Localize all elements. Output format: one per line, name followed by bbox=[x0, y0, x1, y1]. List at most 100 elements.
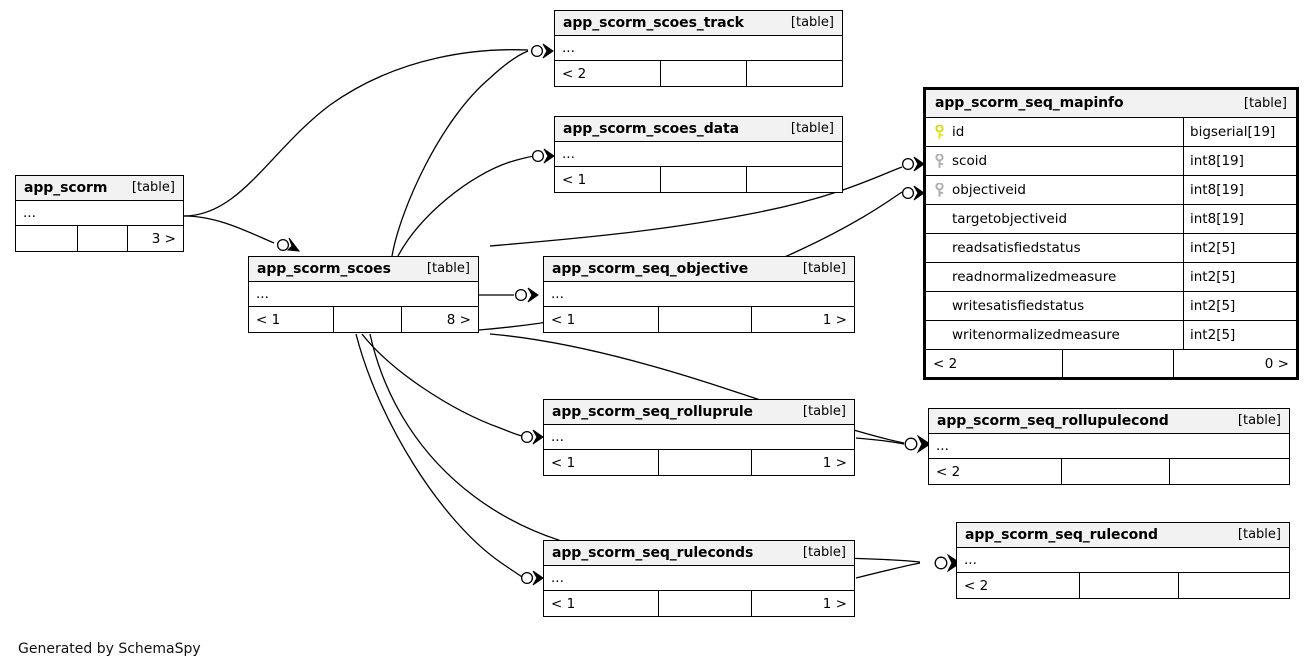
table-title: app_scorm_seq_mapinfo bbox=[935, 95, 1124, 111]
column-name-cell: id bbox=[926, 118, 1184, 146]
edge-endpoint-rollupulecond bbox=[904, 434, 931, 454]
column-type: int2[5] bbox=[1190, 269, 1236, 285]
table-footer: < 2 bbox=[929, 459, 1289, 484]
footer-outgoing-count bbox=[747, 61, 842, 86]
table-row[interactable]: targetobjectiveid int8[19] bbox=[926, 205, 1296, 234]
footer-outgoing-count: 1 > bbox=[822, 595, 847, 612]
footer-incoming-count: < 1 bbox=[249, 307, 334, 332]
footer-outgoing-count: 1 > bbox=[822, 454, 847, 471]
table-app_scorm_seq_rulecond[interactable]: app_scorm_seq_rulecond [table] ... < 2 bbox=[956, 522, 1290, 599]
table-title: app_scorm_seq_ruleconds bbox=[552, 544, 754, 561]
table-title: app_scorm_seq_rolluprule bbox=[552, 403, 753, 420]
edge-endpoint-ruleconds bbox=[520, 570, 544, 586]
footer-outgoing-count: 1 > bbox=[822, 311, 847, 328]
table-app_scorm_seq_rolluprule[interactable]: app_scorm_seq_rolluprule [table] ... < 1… bbox=[543, 399, 855, 476]
edge-endpoint-scoes_track bbox=[530, 43, 554, 59]
table-kind-label: [table] bbox=[1237, 413, 1281, 428]
table-footer: < 1 1 > bbox=[544, 591, 854, 616]
column-name: readsatisfiedstatus bbox=[952, 240, 1081, 256]
table-row[interactable]: readnormalizedmeasure int2[5] bbox=[926, 263, 1296, 292]
table-footer: < 1 8 > bbox=[249, 307, 478, 332]
column-type: int2[5] bbox=[1190, 298, 1236, 314]
collapsed-columns-indicator[interactable]: ... bbox=[16, 201, 183, 226]
table-kind-label: [table] bbox=[802, 404, 846, 419]
generated-by-credit: Generated by SchemaSpy bbox=[18, 641, 201, 657]
table-app_scorm_scoes_track[interactable]: app_scorm_scoes_track [table] ... < 2 bbox=[554, 10, 843, 87]
footer-incoming-count: < 2 bbox=[926, 350, 1063, 377]
footer-incoming-count: < 2 bbox=[957, 573, 1080, 598]
footer-outgoing-count: 3 > bbox=[151, 230, 176, 247]
footer-outgoing-count bbox=[1179, 573, 1289, 598]
column-name: targetobjectiveid bbox=[952, 211, 1068, 227]
table-header: app_scorm_scoes_track [table] bbox=[555, 11, 842, 36]
table-header: app_scorm [table] bbox=[16, 176, 183, 201]
column-type: int2[5] bbox=[1190, 240, 1236, 256]
collapsed-columns-indicator[interactable]: ... bbox=[957, 548, 1289, 573]
footer-mid bbox=[1080, 573, 1180, 598]
table-row[interactable]: readsatisfiedstatus int2[5] bbox=[926, 234, 1296, 263]
column-name-cell: readnormalizedmeasure bbox=[926, 263, 1184, 291]
foreign-key-icon bbox=[934, 182, 945, 198]
foreign-key-icon bbox=[934, 153, 945, 169]
column-name-cell: readsatisfiedstatus bbox=[926, 234, 1184, 262]
table-footer: < 2 bbox=[555, 61, 842, 86]
collapsed-columns-indicator[interactable]: ... bbox=[249, 282, 478, 307]
footer-outgoing-count: 0 > bbox=[1264, 355, 1289, 372]
column-type: int8[19] bbox=[1190, 153, 1244, 169]
collapsed-columns-indicator[interactable]: ... bbox=[544, 282, 854, 307]
edge-scoes-to-ruleconds bbox=[355, 333, 523, 578]
collapsed-columns-indicator[interactable]: ... bbox=[544, 425, 854, 450]
edge-endpoint-seq_objective bbox=[514, 287, 539, 303]
column-type: int2[5] bbox=[1190, 327, 1236, 343]
table-title: app_scorm_seq_objective bbox=[552, 260, 749, 277]
edge-endpoint-mapinfo-scoid bbox=[901, 156, 925, 172]
collapsed-columns-indicator[interactable]: ... bbox=[544, 566, 854, 591]
table-header: app_scorm_scoes_data [table] bbox=[555, 117, 842, 142]
edge-endpoint-scoes-top bbox=[276, 237, 301, 252]
footer-mid bbox=[659, 591, 752, 616]
table-row[interactable]: id bigserial[19] bbox=[926, 118, 1296, 147]
table-app_scorm_seq_rollupulecond[interactable]: app_scorm_seq_rollupulecond [table] ... … bbox=[928, 408, 1290, 485]
footer-mid bbox=[661, 61, 748, 86]
collapsed-columns-indicator[interactable]: ... bbox=[929, 434, 1289, 459]
edge-ruleconds-to-rulecond bbox=[855, 562, 921, 579]
footer-incoming-count bbox=[16, 226, 78, 251]
table-app_scorm_scoes[interactable]: app_scorm_scoes [table] ... < 1 8 > bbox=[248, 256, 479, 333]
table-app_scorm_seq_ruleconds[interactable]: app_scorm_seq_ruleconds [table] ... < 1 … bbox=[543, 540, 855, 617]
column-name-cell: objectiveid bbox=[926, 176, 1184, 204]
table-title: app_scorm_scoes_track bbox=[563, 14, 744, 31]
table-row[interactable]: objectiveid int8[19] bbox=[926, 176, 1296, 205]
table-kind-label: [table] bbox=[802, 261, 846, 276]
table-footer: < 1 1 > bbox=[544, 450, 854, 475]
primary-key-icon bbox=[934, 124, 945, 140]
table-header: app_scorm_scoes [table] bbox=[249, 257, 478, 282]
table-row[interactable]: writenormalizedmeasure int2[5] bbox=[926, 321, 1296, 350]
edge-scoes-to-scoes_data bbox=[397, 155, 535, 257]
table-footer: < 1 1 > bbox=[544, 307, 854, 332]
table-app_scorm[interactable]: app_scorm [table] ... 3 > bbox=[15, 175, 184, 252]
footer-mid bbox=[1063, 350, 1174, 377]
column-type: int8[19] bbox=[1190, 211, 1244, 227]
column-name: scoid bbox=[952, 153, 988, 169]
column-name-cell: scoid bbox=[926, 147, 1184, 175]
collapsed-columns-indicator[interactable]: ... bbox=[555, 142, 842, 167]
table-footer: < 2 bbox=[957, 573, 1289, 598]
collapsed-columns-indicator[interactable]: ... bbox=[555, 36, 842, 61]
table-kind-label: [table] bbox=[790, 15, 834, 30]
column-name-cell: targetobjectiveid bbox=[926, 205, 1184, 233]
footer-incoming-count: < 1 bbox=[544, 591, 659, 616]
table-app_scorm_seq_mapinfo[interactable]: app_scorm_seq_mapinfo [table] id bigseri… bbox=[923, 87, 1299, 380]
table-header: app_scorm_seq_mapinfo [table] bbox=[926, 90, 1296, 118]
table-app_scorm_scoes_data[interactable]: app_scorm_scoes_data [table] ... < 1 bbox=[554, 116, 843, 193]
table-row[interactable]: writesatisfiedstatus int2[5] bbox=[926, 292, 1296, 321]
table-title: app_scorm_scoes_data bbox=[563, 120, 739, 137]
footer-incoming-count: < 1 bbox=[544, 450, 659, 475]
footer-mid bbox=[661, 167, 748, 192]
table-app_scorm_seq_objective[interactable]: app_scorm_seq_objective [table] ... < 1 … bbox=[543, 256, 855, 333]
table-kind-label: [table] bbox=[1237, 527, 1281, 542]
table-row[interactable]: scoid int8[19] bbox=[926, 147, 1296, 176]
edge-endpoint-mapinfo-objectiveid bbox=[901, 185, 925, 201]
table-header: app_scorm_seq_ruleconds [table] bbox=[544, 541, 854, 566]
column-name: writesatisfiedstatus bbox=[952, 298, 1085, 314]
table-title: app_scorm bbox=[24, 179, 108, 196]
